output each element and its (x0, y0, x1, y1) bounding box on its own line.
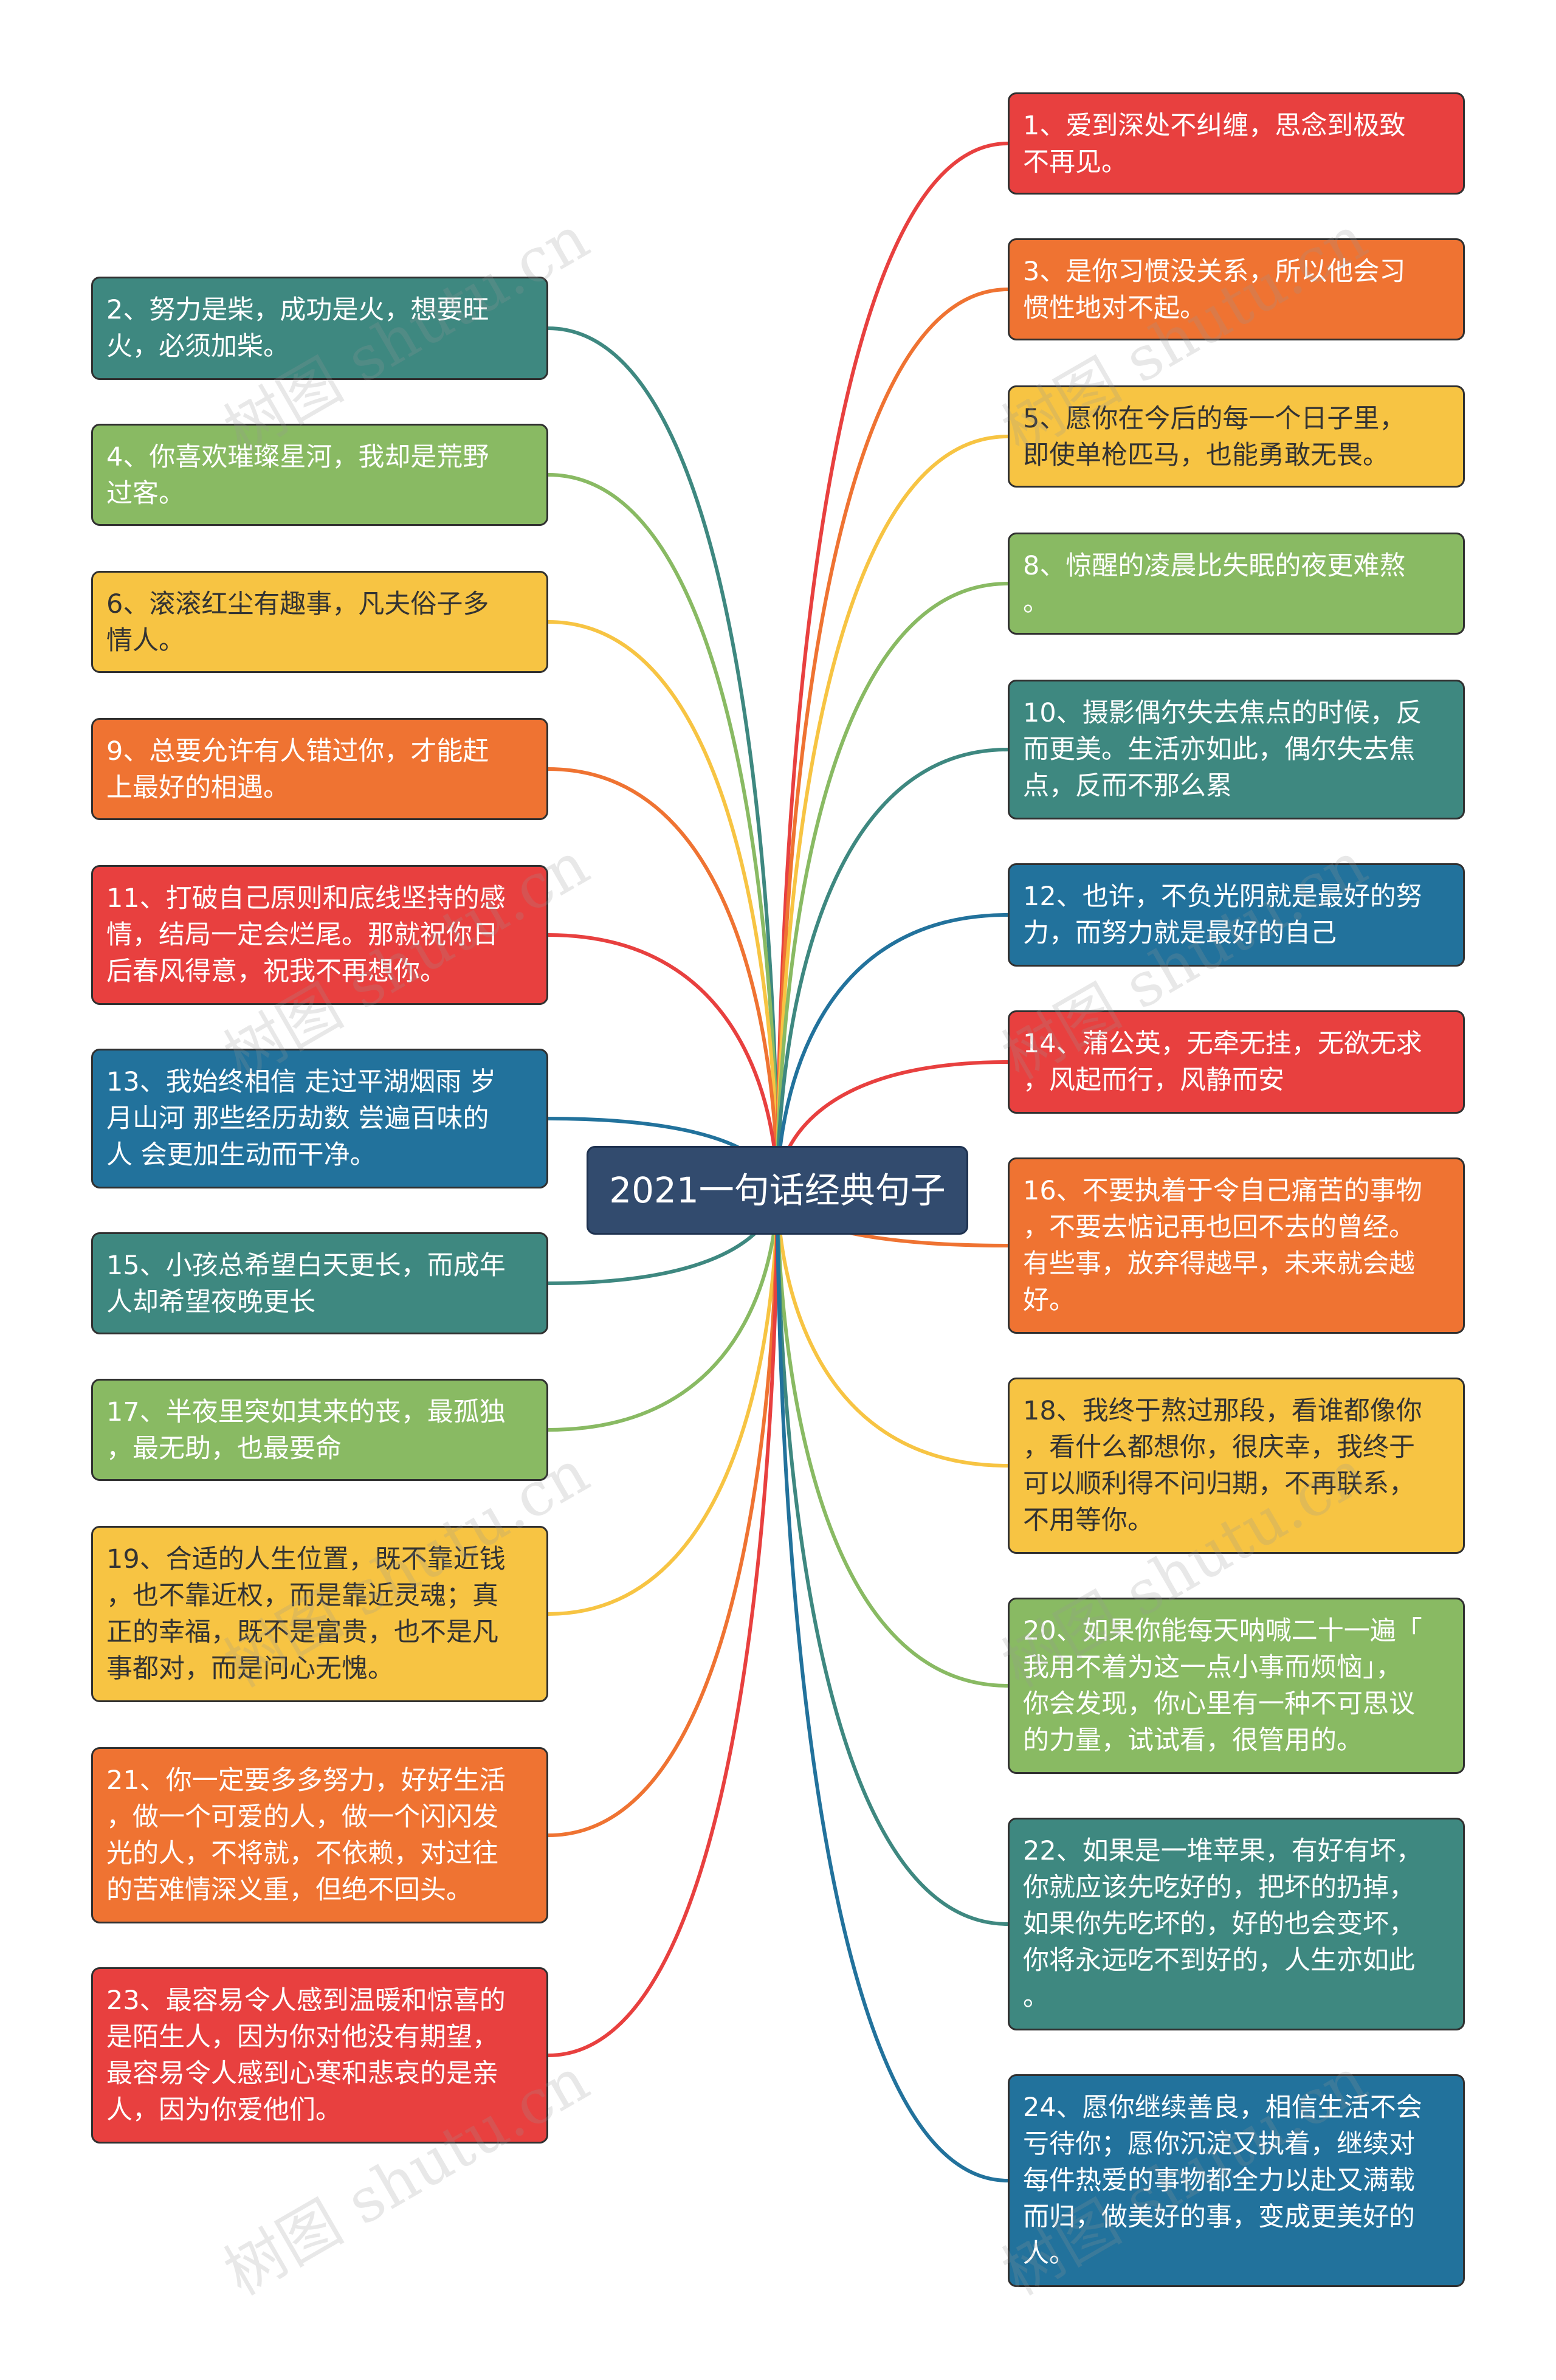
connector-line-left (546, 473, 779, 1192)
topic-node-right-3[interactable]: 5、愿你在今后的每一个日子里， 即使单枪匹马，也能勇敢无畏。 (1008, 385, 1465, 488)
topic-node-left-8[interactable]: 17、半夜里突如其来的丧，最孤独 ，最无助，也最要命 (91, 1379, 548, 1481)
topic-node-right-4[interactable]: 8、惊醒的凌晨比失眠的夜更难熬 。 (1008, 533, 1465, 635)
root-topic[interactable]: 2021一句话经典句子 (587, 1146, 968, 1235)
topic-node-right-11[interactable]: 22、如果是一堆苹果，有好有坏， 你就应该先吃好的，把坏的扔掉， 如果你先吃坏的… (1008, 1818, 1465, 2030)
connector-line-right (776, 748, 1010, 1192)
connector-line-left (546, 326, 779, 1192)
topic-node-left-7[interactable]: 15、小孩总希望白天更长，而成年 人却希望夜晚更长 (91, 1232, 548, 1334)
topic-node-left-2[interactable]: 4、你喜欢璀璨星河，我却是荒野 过客。 (91, 424, 548, 526)
topic-node-right-8[interactable]: 16、不要执着于令自己痛苦的事物 ，不要去惦记再也回不去的曾经。 有些事，放弃得… (1008, 1157, 1465, 1334)
topic-node-left-1[interactable]: 2、努力是柴，成功是火，想要旺 火，必须加柴。 (91, 277, 548, 380)
topic-node-right-1[interactable]: 1、爱到深处不纠缠，思念到极致 不再见。 (1008, 92, 1465, 195)
connector-line-right (776, 288, 1010, 1192)
topic-node-left-9[interactable]: 19、合适的人生位置，既不靠近钱 ，也不靠近权，而是靠近灵魂；真 正的幸福，既不… (91, 1526, 548, 1702)
topic-node-right-9[interactable]: 18、我终于熬过那段，看谁都像你 ，看什么都想你，很庆幸，我终于 可以顺利得不问… (1008, 1378, 1465, 1554)
topic-node-right-2[interactable]: 3、是你习惯没关系，所以他会习 惯性地对不起。 (1008, 238, 1465, 340)
topic-node-right-5[interactable]: 10、摄影偶尔失去焦点的时候，反 而更美。生活亦如此，偶尔失去焦 点，反而不那么… (1008, 680, 1465, 819)
topic-node-left-3[interactable]: 6、滚滚红尘有趣事，凡夫俗子多 情人。 (91, 571, 548, 673)
topic-node-right-10[interactable]: 20、如果你能每天呐喊二十一遍「 我用不着为这一点小事而烦恼」， 你会发现，你心… (1008, 1598, 1465, 1774)
topic-node-left-6[interactable]: 13、我始终相信 走过平湖烟雨 岁 月山河 那些经历劫数 尝遍百味的 人 会更加… (91, 1049, 548, 1188)
topic-node-left-10[interactable]: 21、你一定要多多努力，好好生活 ，做一个可爱的人，做一个闪闪发 光的人，不将就… (91, 1747, 548, 1923)
connector-line-left (546, 1188, 779, 2057)
connector-line-right (776, 1188, 1010, 1926)
connector-line-left (546, 1188, 779, 1837)
topic-node-right-6[interactable]: 12、也许，不负光阴就是最好的努 力，而努力就是最好的自己 (1008, 863, 1465, 967)
topic-node-left-11[interactable]: 23、最容易令人感到温暖和惊喜的 是陌生人，因为你对他没有期望， 最容易令人感到… (91, 1967, 548, 2144)
topic-node-left-5[interactable]: 11、打破自己原则和底线坚持的感 情，结局一定会烂尾。那就祝你日 后春风得意，祝… (91, 865, 548, 1005)
topic-node-right-7[interactable]: 14、蒲公英，无牵无挂，无欲无求 ，风起而行，风静而安 (1008, 1010, 1465, 1114)
topic-node-right-12[interactable]: 24、愿你继续善良，相信生活不会 亏待你；愿你沉淀又执着，继续对 每件热爱的事物… (1008, 2074, 1465, 2287)
connector-line-right (776, 1188, 1010, 2182)
topic-node-left-4[interactable]: 9、总要允许有人错过你，才能赶 上最好的相遇。 (91, 718, 548, 820)
